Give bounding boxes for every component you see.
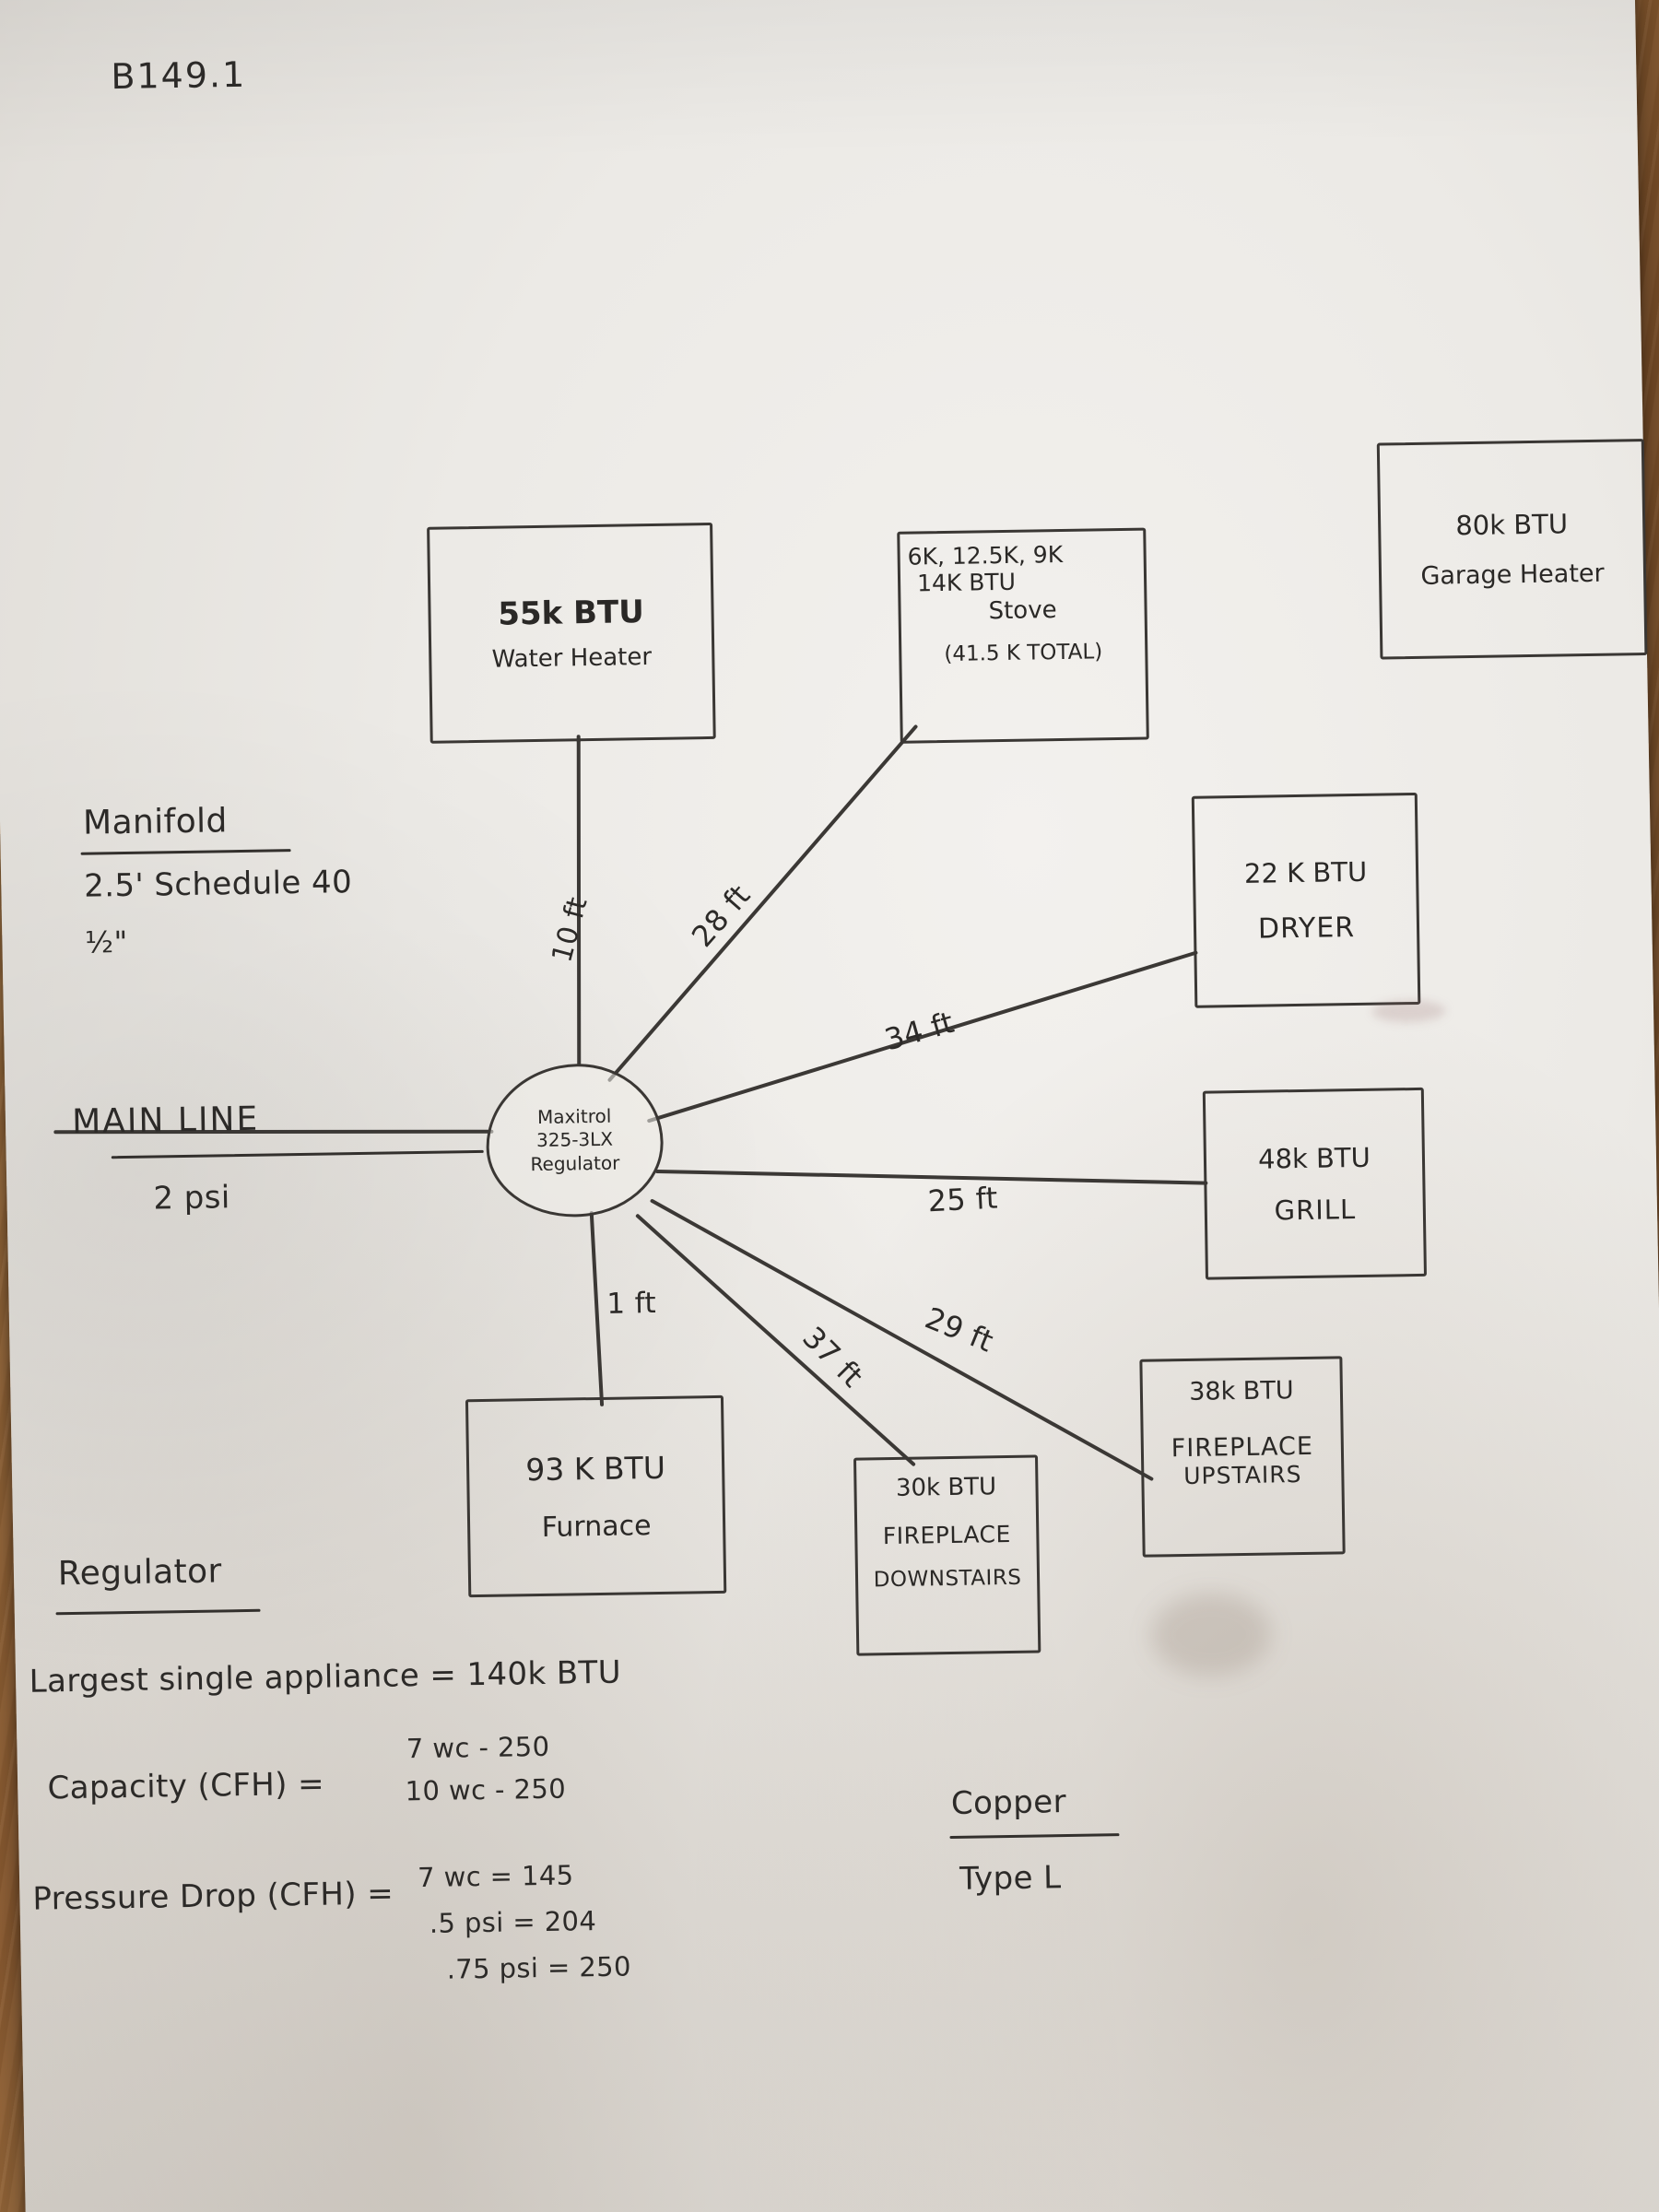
regulator-capacity-label: Capacity (CFH) = [47,1765,325,1807]
regulator-pressure-drop-row-2: .5 psi = 204 [429,1905,597,1939]
fireplace-downstairs-name-1: FIREPLACE [882,1520,1012,1550]
fireplace-downstairs-btu: 30k BTU [895,1473,997,1502]
pipe-run-grill [655,1169,1208,1185]
manifold-spec-line-2: ½" [84,924,128,960]
pipe-material-type: Type L [959,1859,1062,1898]
appliance-box-stove[interactable]: 6K, 12.5K, 9K 14K BTU Stove (41.5 K TOTA… [897,527,1149,744]
run-length-grill: 25 ft [926,1180,999,1219]
stove-burner-list-2: 14K BTU [916,568,1017,597]
main-line-pressure: 2 psi [153,1179,230,1218]
garage-heater-name: Garage Heater [1420,559,1605,591]
appliance-box-furnace[interactable]: 93 K BTU Furnace [465,1394,727,1598]
regulator-pressure-drop-label: Pressure Drop (CFH) = [32,1875,394,1918]
regulator-brand: Maxitrol [536,1104,612,1128]
pipe-run-fireplace-upstairs [650,1199,1154,1481]
appliance-box-fireplace-upstairs[interactable]: 38k BTU FIREPLACE UPSTAIRS [1139,1356,1346,1558]
stove-burner-list-1: 6K, 12.5K, 9K [907,540,1064,571]
fireplace-downstairs-name-2: DOWNSTAIRS [873,1565,1022,1593]
regulator-note-heading: Regulator [57,1552,222,1594]
pipe-run-fireplace-downstairs [635,1214,916,1466]
manifold-heading: Manifold [82,802,229,842]
pipe-run-stove [607,724,918,1082]
appliance-box-fireplace-downstairs[interactable]: 30k BTU FIREPLACE DOWNSTAIRS [853,1454,1041,1656]
run-length-furnace: 1 ft [606,1286,657,1321]
furnace-btu: 93 K BTU [525,1449,666,1488]
stove-name: Stove [988,596,1057,626]
grill-btu: 48k BTU [1257,1141,1371,1175]
dryer-name: DRYER [1257,911,1356,946]
regulator-type: Regulator [530,1151,620,1175]
regulator-capacity-row-2: 10 wc - 250 [405,1772,567,1807]
pipe-run-furnace [589,1211,605,1406]
regulator-capacity-row-1: 7 wc - 250 [406,1730,550,1765]
main-line-heading: MAIN LINE [71,1100,260,1141]
fireplace-upstairs-name-1: FIREPLACE [1171,1431,1314,1464]
garage-heater-btu: 80k BTU [1455,508,1569,542]
pipe-main-line [53,1129,494,1135]
appliance-box-grill[interactable]: 48k BTU GRILL [1202,1087,1427,1280]
dryer-btu: 22 K BTU [1243,855,1368,889]
furnace-name: Furnace [541,1509,652,1544]
water-heater-btu: 55k BTU [498,593,645,633]
water-heater-name: Water Heater [491,642,653,674]
pipe-material-heading: Copper [950,1783,1067,1823]
regulator-model: 325-3LX [535,1127,614,1152]
fireplace-upstairs-name-2: UPSTAIRS [1182,1461,1302,1490]
pipe-run-dryer [647,950,1198,1124]
pipe-run-water-heater [576,739,582,1066]
regulator-pressure-drop-row-3: .75 psi = 250 [446,1950,632,1985]
stove-total-btu: (41.5 K TOTAL) [944,640,1103,666]
regulator-pressure-drop-row-1: 7 wc = 145 [417,1859,574,1894]
manifold-spec-line-1: 2.5' Schedule 40 [83,864,353,905]
sheet-code-label: B149.1 [111,53,247,98]
appliance-box-water-heater[interactable]: 55k BTU Water Heater [427,522,716,744]
grill-name: GRILL [1274,1193,1357,1226]
appliance-box-dryer[interactable]: 22 K BTU DRYER [1191,792,1421,1008]
fireplace-upstairs-btu: 38k BTU [1188,1376,1294,1406]
appliance-box-garage-heater[interactable]: 80k BTU Garage Heater [1376,439,1648,660]
